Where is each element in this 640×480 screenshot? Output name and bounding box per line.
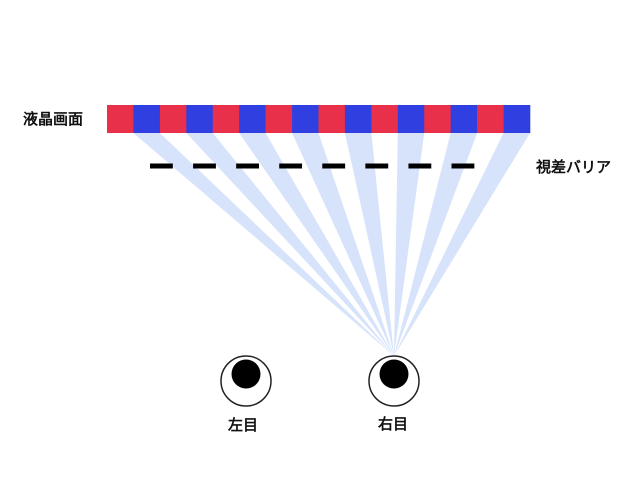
parallax-barrier: [150, 163, 475, 169]
lcd-pixel-blue: [186, 105, 214, 133]
parallax-barrier-label: 視差バリア: [536, 158, 612, 176]
barrier-segment: [451, 163, 475, 169]
lcd-pixel-blue: [133, 105, 161, 133]
light-ray: [344, 133, 394, 356]
lcd-screen-label: 液晶画面: [23, 110, 84, 128]
barrier-segment: [408, 163, 432, 169]
light-ray: [394, 133, 530, 356]
light-ray: [186, 133, 394, 356]
light-ray: [394, 133, 478, 356]
lcd-pixel-blue: [397, 105, 425, 133]
lcd-pixel-blue: [503, 105, 531, 133]
barrier-segment: [322, 163, 346, 169]
lcd-pixel-red: [477, 105, 504, 133]
barrier-segment: [365, 163, 389, 169]
lcd-pixel-blue: [292, 105, 319, 133]
lcd-pixel-red: [265, 105, 293, 133]
light-ray: [292, 133, 394, 356]
lcd-pixel-red: [107, 105, 134, 133]
lcd-pixel-blue: [450, 105, 478, 133]
lcd-pixel-blue: [344, 105, 372, 133]
left-eye-icon: [220, 355, 272, 407]
barrier-segment: [279, 163, 303, 169]
barrier-segment: [236, 163, 259, 169]
left-eye-label: 左目: [228, 416, 259, 434]
light-ray: [133, 133, 394, 356]
lcd-pixel-red: [318, 105, 346, 133]
light-ray: [239, 133, 394, 356]
lcd-pixel-red: [212, 105, 240, 133]
lcd-pixel-blue: [239, 105, 266, 133]
light-ray: [394, 133, 425, 356]
lcd-pixel-red: [159, 105, 187, 133]
lcd-screen: [107, 105, 531, 133]
barrier-segment: [193, 163, 216, 169]
lcd-pixel-red: [371, 105, 399, 133]
right-eye-icon: [368, 355, 420, 407]
right-eye-label: 右目: [378, 415, 409, 433]
light-rays: [133, 133, 530, 356]
lcd-pixel-red: [424, 105, 451, 133]
barrier-segment: [150, 163, 173, 169]
